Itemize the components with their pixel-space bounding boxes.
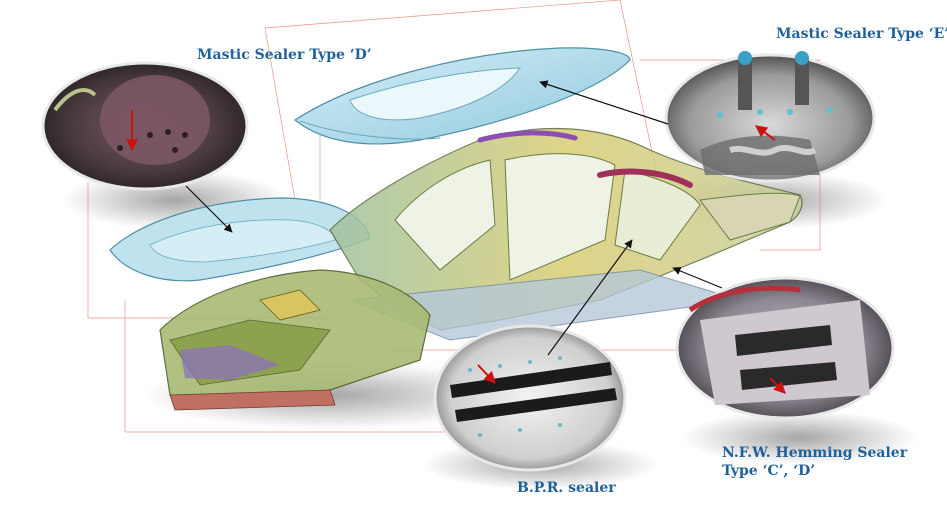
photo-mastic-sealer-d [41,61,249,191]
hood-panel [109,197,371,282]
photo-mastic-sealer-e [664,51,876,183]
photo-bpr-sealer [433,324,627,472]
arrow-hemming [672,266,723,289]
shadow-bottom-right [680,410,920,465]
photo-hemming-sealer [675,276,895,420]
arrow-mastic-e [539,80,669,125]
label-bpr-sealer: B.P.R. sealer [517,480,616,496]
label-mastic-sealer-d: Mastic Sealer Type ‘D’ [197,47,372,63]
front-structure [159,269,431,411]
arrow-mastic-d [185,185,233,233]
body-in-white [329,127,803,341]
roof-panel [293,47,631,145]
callout-arrows [185,80,723,356]
label-hemming-line1: N.F.W. Hemming Sealer [722,445,908,461]
arrow-bpr [547,239,633,356]
label-hemming-line2: Type ‘C’, ‘D’ [722,463,816,479]
label-mastic-sealer-e: Mastic Sealer Type ‘E’ [776,26,947,42]
